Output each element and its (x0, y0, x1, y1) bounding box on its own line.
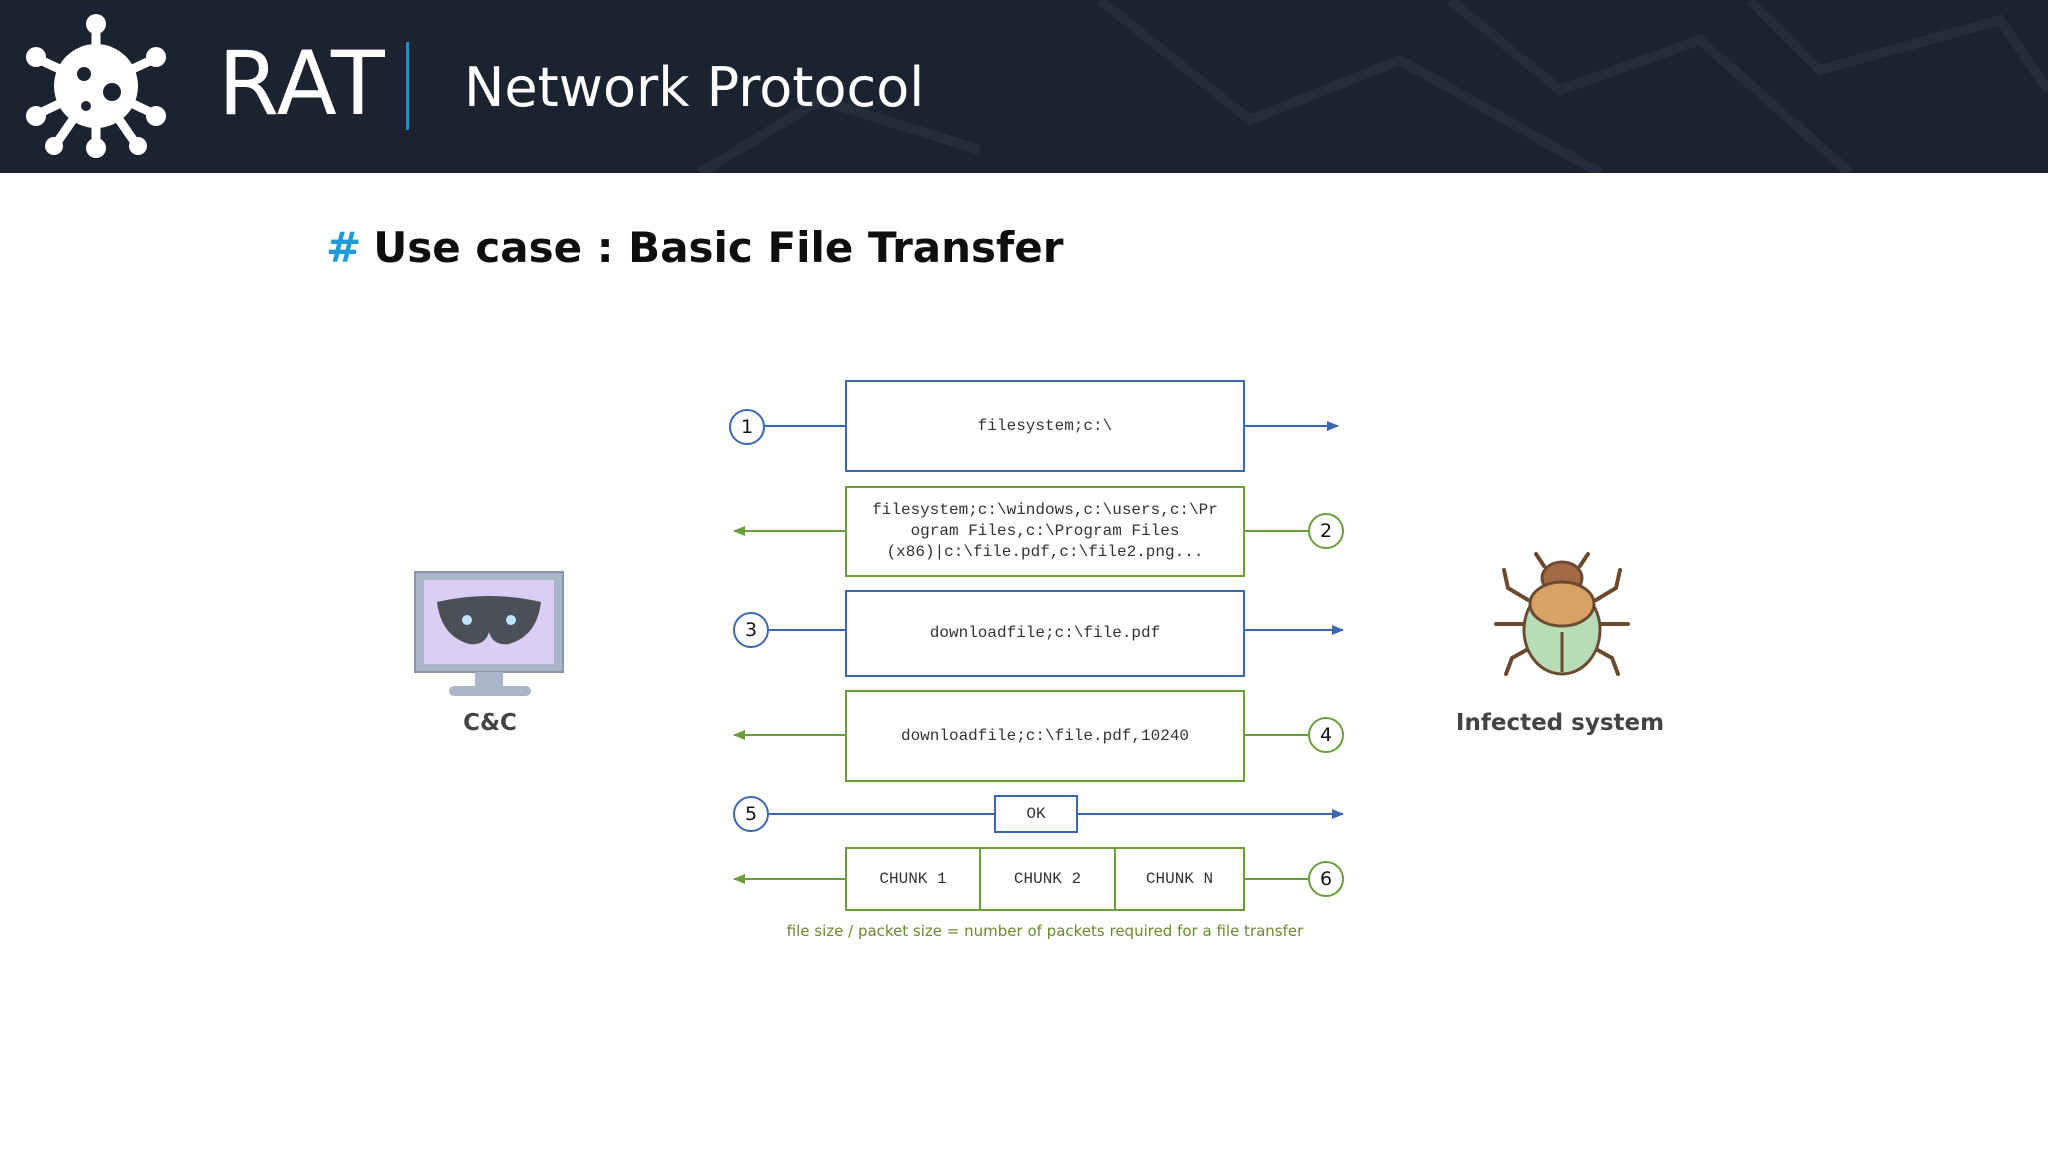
step-marker-1: 1 (729, 409, 765, 445)
step-marker-2: 2 (1308, 513, 1344, 549)
message-box-step2: filesystem;c:\windows,c:\users,c:\Pr ogr… (845, 486, 1245, 577)
message-box-step4: downloadfile;c:\file.pdf,10240 (845, 690, 1245, 782)
section-title-text: Use case : Basic File Transfer (373, 223, 1064, 272)
header-bar: RAT Network Protocol (0, 0, 2048, 173)
monitor-mask-icon (414, 571, 564, 696)
chunk-label-1: CHUNK 1 (879, 869, 947, 888)
step-marker-6: 6 (1308, 861, 1344, 897)
message-text-step4: downloadfile;c:\file.pdf,10240 (900, 726, 1190, 745)
page-subtitle: Network Protocol (464, 56, 925, 119)
section-title: #Use case : Basic File Transfer (326, 220, 1064, 276)
hash-symbol: # (326, 223, 362, 272)
step-marker-4: 4 (1308, 717, 1344, 753)
chunk-box-1: CHUNK 1 (845, 847, 981, 911)
step-marker-5: 5 (733, 796, 769, 832)
message-box-step3: downloadfile;c:\file.pdf (845, 590, 1245, 677)
message-text-step2-line2: ogram Files,c:\Program Files (910, 522, 1180, 540)
message-text-step1: filesystem;c:\ (977, 416, 1113, 435)
step-marker-3: 3 (733, 612, 769, 648)
message-box-step5: OK (994, 795, 1078, 833)
message-text-step2-line3: (x86)|c:\file.pdf,c:\file2.png... (886, 543, 1204, 561)
message-text-step2-line1: filesystem;c:\windows,c:\users,c:\Pr (872, 501, 1218, 519)
chunk-label-2: CHUNK 2 (1013, 869, 1082, 888)
message-text-step3: downloadfile;c:\file.pdf (929, 624, 1161, 642)
chunk-box-n: CHUNK N (1114, 847, 1245, 911)
chunk-label-n: CHUNK N (1145, 869, 1214, 888)
app-title: RAT (218, 32, 386, 135)
chunk-box-2: CHUNK 2 (979, 847, 1116, 911)
bug-icon (1494, 552, 1630, 676)
infected-system-label: Infected system (1455, 710, 1665, 736)
virus-icon (26, 14, 166, 158)
cc-label: C&C (463, 710, 517, 736)
header-background-pattern (697, 0, 2048, 173)
message-text-step5: OK (1026, 804, 1046, 823)
message-box-step1: filesystem;c:\ (845, 380, 1245, 472)
header-divider (406, 42, 409, 130)
footnote: file size / packet size = number of pack… (786, 922, 1304, 940)
